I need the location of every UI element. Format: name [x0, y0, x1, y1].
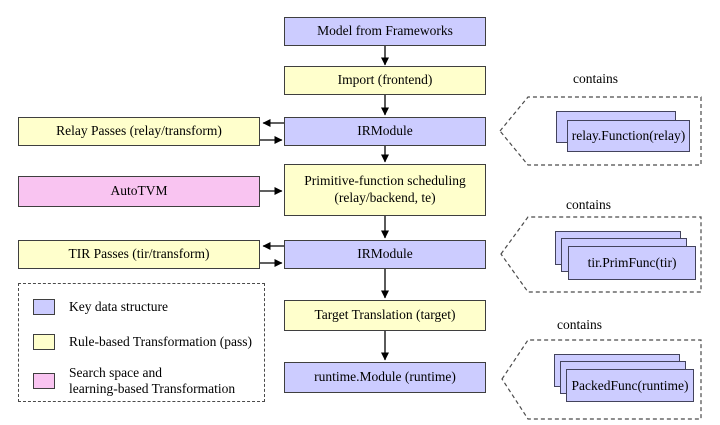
legend-item-key-data-structure: Key data structure	[33, 299, 253, 315]
contains-label-runtime: contains	[557, 317, 602, 332]
flow-node-relay-passes: Relay Passes (relay/transform)	[18, 117, 260, 146]
legend-label: Key data structure	[69, 299, 168, 315]
flow-node-irmodule-top: IRModule	[284, 117, 486, 146]
flow-node-import-frontend: Import (frontend)	[284, 66, 486, 95]
contains-label-relay: contains	[573, 71, 618, 86]
legend-label: Search space and learning-based Transfor…	[69, 365, 236, 396]
legend-item-rule-based-transformation: Rule-based Transformation (pass)	[33, 334, 253, 350]
stack-tile-front-relay-function: relay.Function(relay)	[567, 120, 690, 152]
legend-swatch-key-data-structure	[33, 299, 55, 315]
legend-item-search-space-transformation: Search space and learning-based Transfor…	[33, 365, 258, 396]
legend-swatch-rule-based-transformation	[33, 334, 55, 350]
flow-node-irmodule-bottom: IRModule	[284, 240, 486, 269]
flow-node-model-from-frameworks: Model from Frameworks	[284, 17, 486, 46]
flow-node-primitive-function-scheduling: Primitive-function scheduling (relay/bac…	[284, 164, 486, 216]
legend: Key data structure Rule-based Transforma…	[18, 283, 265, 402]
stack-tile-front-packedfunc: PackedFunc(runtime)	[566, 369, 694, 402]
stack-tile-front-tir-primfunc: tir.PrimFunc(tir)	[568, 246, 696, 280]
flow-node-runtime-module: runtime.Module (runtime)	[284, 362, 486, 393]
flow-node-autotvm: AutoTVM	[18, 176, 260, 207]
contains-label-tir: contains	[566, 197, 611, 212]
legend-label: Rule-based Transformation (pass)	[69, 334, 252, 350]
legend-swatch-search-space-transformation	[33, 372, 55, 389]
flow-node-target-translation: Target Translation (target)	[284, 300, 486, 331]
flow-node-tir-passes: TIR Passes (tir/transform)	[18, 240, 260, 269]
